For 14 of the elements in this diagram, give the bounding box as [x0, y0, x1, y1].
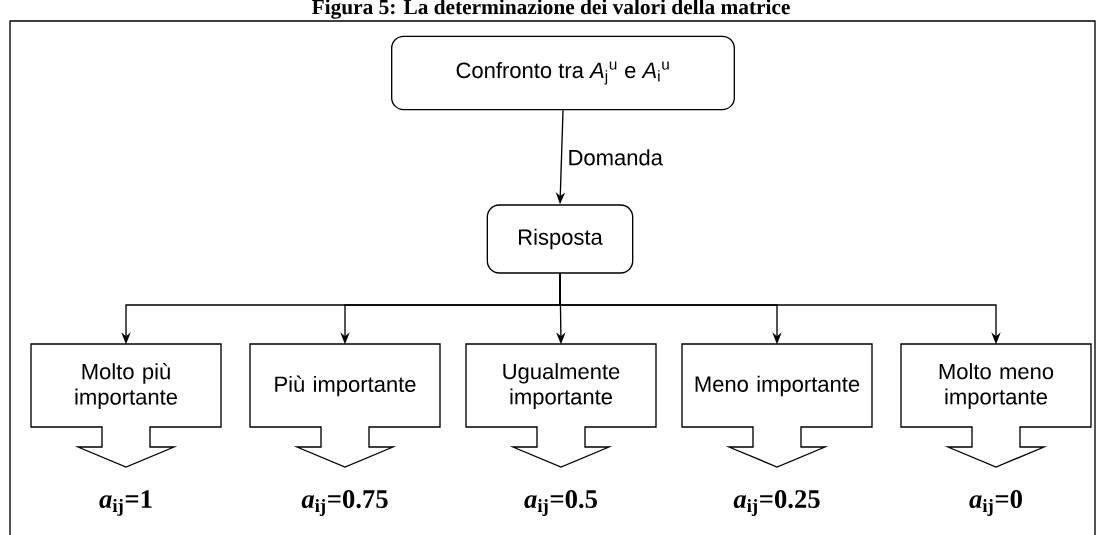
title: Figura 5: La determinazione dei valori della matrice	[312, 0, 790, 19]
value-label: a$_{ij}$=0.75	[301, 490, 388, 516]
callout-arrow-box: Più importante	[249, 343, 441, 468]
value-label: a$_{ij}$=0.25	[733, 490, 820, 516]
callout-arrow-box: Meno importante	[681, 343, 873, 468]
value-label: a$_{ij}$=1	[99, 490, 152, 516]
value-label: a$_{ij}$=0	[969, 490, 1022, 516]
process-box: Confronto tra A$_{j}$$^{u}$ e A$_{i}$u	[391, 35, 735, 111]
callout-arrow-box: Ugualmente importante	[465, 343, 657, 468]
process-box: Risposta	[486, 204, 634, 274]
value-label: a$_{ij}$=0.5	[524, 490, 597, 516]
callout-arrow-box: Molto meno importante	[900, 343, 1092, 468]
callout-arrow-box: Molto più importante	[30, 343, 222, 468]
edge-label: Domanda	[569, 149, 663, 166]
